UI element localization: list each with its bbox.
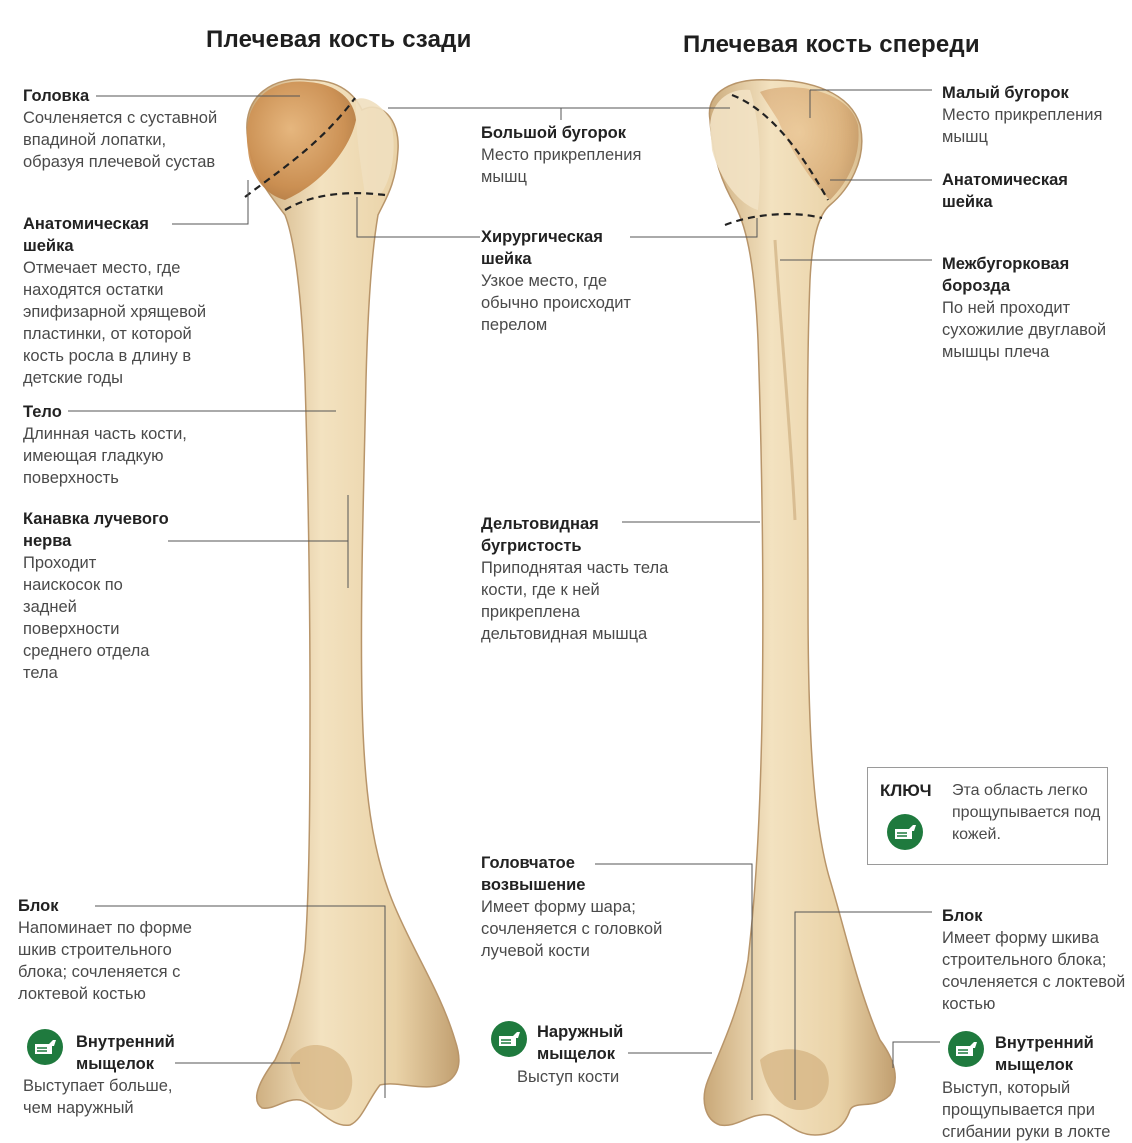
label-lateral-epicondyle-title: Наружный мыщелок: [537, 1021, 647, 1065]
label-radial-groove: Канавка лучевого нерва Проходит наискосо…: [23, 508, 173, 684]
label-medial-epicondyle-front-title: Внутренний мыщелок: [995, 1032, 1115, 1076]
label-medial-epicondyle-front-desc: Выступ, который прощупывается при сгибан…: [942, 1077, 1130, 1143]
label-intertubercular-groove: Межбугорковая борозда По ней проходит су…: [942, 253, 1112, 363]
label-trochlea-back: Блок Напоминает по форме шкив строительн…: [18, 895, 218, 1005]
label-lesser-tubercle: Малый бугорок Место прикрепления мышц: [942, 82, 1127, 148]
key-box: КЛЮЧ Эта область легко прощупывается под…: [867, 767, 1108, 865]
palpable-icon: [886, 813, 924, 851]
label-greater-tubercle: Большой бугорок Место прикрепления мышц: [481, 122, 666, 188]
label-medial-epicondyle-back-desc: Выступает больше, чем наружный: [23, 1075, 203, 1119]
key-text: Эта область легко прощупывается под коже…: [952, 780, 1102, 846]
label-body: Тело Длинная часть кости, имеющая гладку…: [23, 401, 213, 489]
key-title: КЛЮЧ: [880, 781, 932, 801]
label-capitulum: Головчатое возвышение Имеет форму шара; …: [481, 852, 681, 962]
label-anatomical-neck-front: Анатомическая шейка: [942, 169, 1092, 213]
label-anatomical-neck-back: Анатомическая шейка Отмечает место, где …: [23, 213, 228, 389]
palpable-icon: [26, 1028, 64, 1066]
front-view-title: Плечевая кость спереди: [683, 31, 980, 59]
label-head: Головка Сочленяется с суставной впадиной…: [23, 85, 223, 173]
label-medial-epicondyle-back-title: Внутренний мыщелок: [76, 1031, 196, 1075]
label-lateral-epicondyle-desc: Выступ кости: [517, 1066, 647, 1088]
label-trochlea-front: Блок Имеет форму шкива строительного бло…: [942, 905, 1127, 1015]
humerus-back-bone: [247, 79, 459, 1125]
label-deltoid-tuberosity: Дельтовидная бугристость Приподнятая час…: [481, 513, 671, 645]
humerus-front-bone: [704, 80, 895, 1135]
palpable-icon: [947, 1030, 985, 1068]
palpable-icon: [490, 1020, 528, 1058]
back-view-title: Плечевая кость сзади: [206, 26, 472, 54]
label-surgical-neck: Хирургическая шейка Узкое место, где обы…: [481, 226, 661, 336]
